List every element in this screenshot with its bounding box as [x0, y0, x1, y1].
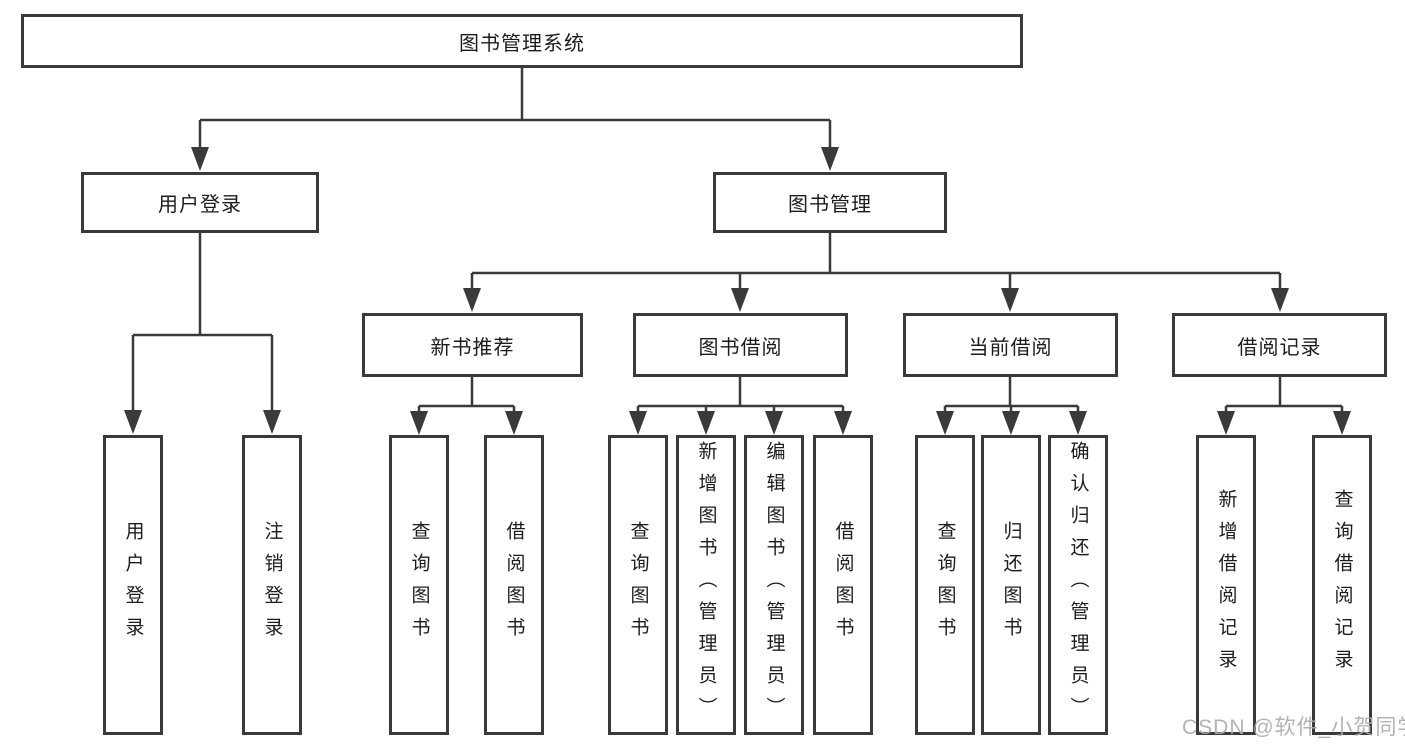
leaf-logout-label: 注销登录	[261, 521, 283, 649]
node-user-login-label: 用户登录	[158, 194, 242, 216]
leaf-confirm-return-label: 确认归还（管理员）	[1067, 441, 1089, 729]
leaf-borrow-edit-book: 编辑图书（管理员）	[744, 435, 804, 735]
leaf-record-add: 新增借阅记录	[1196, 435, 1256, 735]
leaf-logout: 注销登录	[242, 435, 302, 735]
leaf-user-login: 用户登录	[103, 435, 163, 735]
node-book-management: 图书管理	[713, 172, 947, 233]
leaf-borrow-query-label: 查询图书	[627, 521, 649, 649]
tree-edges	[131, 68, 1344, 414]
leaf-user-login-label: 用户登录	[122, 521, 144, 649]
node-book-borrow: 图书借阅	[633, 313, 848, 377]
leaf-return-book-label: 归还图书	[1000, 521, 1022, 649]
leaf-borrow-add-book: 新增图书（管理员）	[676, 435, 736, 735]
leaf-borrow-book: 借阅图书	[813, 435, 873, 735]
node-current-borrow-label: 当前借阅	[968, 336, 1053, 359]
node-current-borrow: 当前借阅	[903, 313, 1118, 377]
node-root: 图书管理系统	[21, 14, 1023, 68]
leaf-borrow-add-book-label: 新增图书（管理员）	[695, 441, 717, 729]
node-borrow-records-label: 借阅记录	[1237, 336, 1322, 359]
leaf-record-query: 查询借阅记录	[1312, 435, 1372, 735]
leaf-newbook-borrow: 借阅图书	[484, 435, 544, 735]
node-new-book-recommend: 新书推荐	[362, 313, 583, 377]
leaf-current-query-label: 查询图书	[934, 521, 956, 649]
leaf-confirm-return: 确认归还（管理员）	[1048, 435, 1108, 735]
node-user-login: 用户登录	[81, 172, 319, 233]
leaf-borrow-edit-book-label: 编辑图书（管理员）	[763, 441, 785, 729]
node-borrow-records: 借阅记录	[1172, 313, 1387, 377]
csdn-watermark: CSDN @软件_小贺同学	[1182, 716, 1405, 739]
leaf-record-query-label: 查询借阅记录	[1331, 489, 1353, 681]
leaf-newbook-query: 查询图书	[389, 435, 449, 735]
leaf-return-book: 归还图书	[981, 435, 1041, 735]
leaf-newbook-borrow-label: 借阅图书	[503, 521, 525, 649]
node-book-borrow-label: 图书借阅	[698, 336, 783, 359]
leaf-newbook-query-label: 查询图书	[408, 521, 430, 649]
arrowheads	[124, 147, 1351, 435]
node-new-book-recommend-label: 新书推荐	[430, 336, 515, 359]
leaf-borrow-query: 查询图书	[608, 435, 668, 735]
node-root-label: 图书管理系统	[459, 32, 585, 55]
leaf-borrow-book-label: 借阅图书	[832, 521, 854, 649]
node-book-management-label: 图书管理	[788, 194, 872, 216]
leaf-current-query: 查询图书	[915, 435, 975, 735]
leaf-record-add-label: 新增借阅记录	[1215, 489, 1237, 681]
